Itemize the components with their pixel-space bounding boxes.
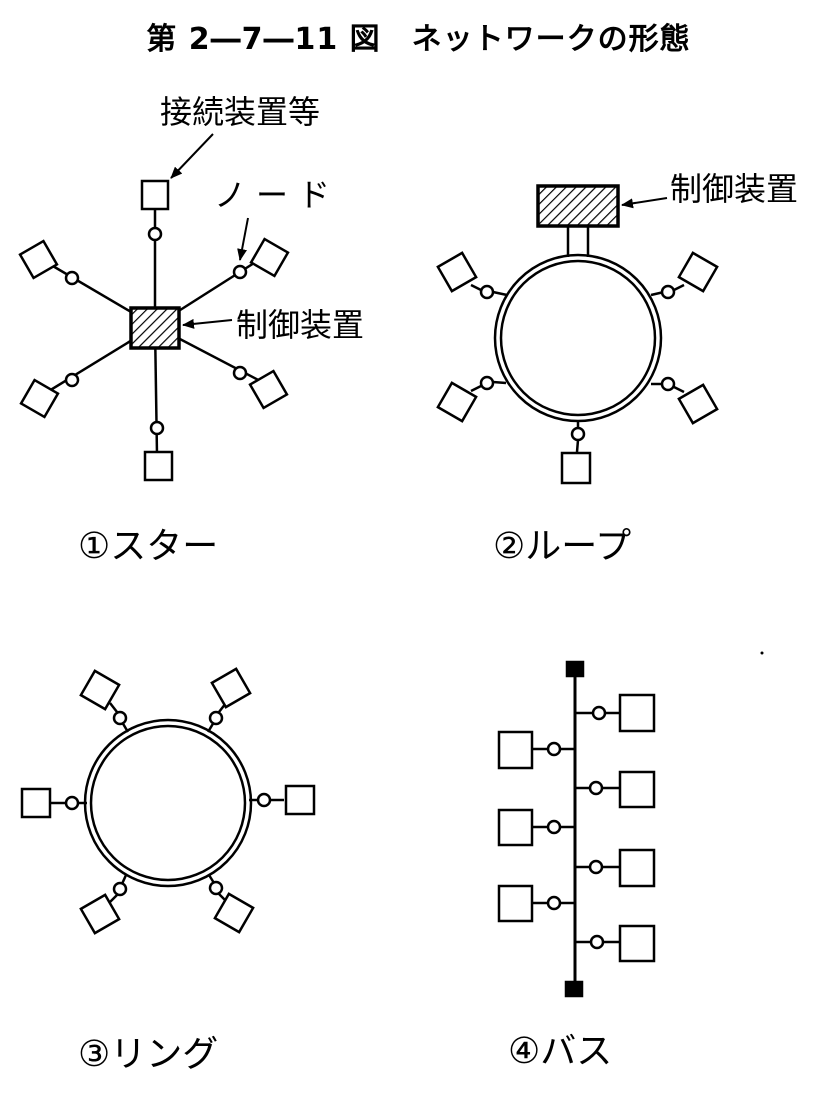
bus-terminal (618, 770, 656, 809)
ring-node (256, 792, 272, 808)
bus-terminal (497, 808, 534, 847)
bus-node (591, 705, 607, 721)
loop-node (660, 376, 676, 392)
bus-topology (497, 660, 656, 998)
bus-terminal (497, 730, 534, 770)
star-terminal (18, 239, 59, 280)
loop-node (660, 284, 676, 300)
label-node: ノード (214, 176, 340, 214)
bus-node (589, 934, 605, 950)
bus-node (588, 859, 604, 875)
bus-terminator-bottom (564, 980, 584, 998)
star-node-arrow (237, 217, 249, 261)
star-connector-arrow (170, 133, 214, 179)
loop-node (479, 375, 495, 391)
loop-node (570, 426, 586, 442)
loop-topology (436, 184, 719, 485)
star-node (149, 420, 165, 436)
ring-terminal (284, 784, 316, 816)
ring-outer (83, 718, 253, 888)
star-terminal (249, 237, 290, 278)
ring-node (208, 710, 224, 726)
ring-terminal (79, 893, 121, 935)
star-topology (18, 133, 290, 482)
loop-controller-arrow (621, 197, 668, 209)
bus-caption: ④バス (508, 1031, 612, 1072)
label-loop-controller: 制御装置 (670, 170, 798, 208)
star-node (232, 365, 248, 381)
star-node (64, 270, 80, 286)
bus-node (546, 741, 562, 757)
ring-terminal (79, 669, 121, 711)
bus-terminal (497, 884, 534, 923)
star-node (147, 226, 163, 242)
ring-inner (89, 724, 247, 882)
loop-terminal (677, 383, 719, 425)
bus-node (546, 895, 562, 911)
bus-node (546, 819, 562, 835)
star-terminal (140, 179, 170, 211)
bus-terminal (618, 693, 656, 733)
figure-title: 第 2―7―11 図 ネットワークの形態 (146, 22, 691, 57)
label-star-controller: 制御装置 (236, 306, 364, 344)
ring-caption: ③リング (78, 1034, 218, 1075)
star-node (64, 372, 80, 388)
star-node (232, 264, 248, 280)
loop-outer-ring (493, 253, 663, 423)
loop-caption: ②ループ (493, 526, 631, 567)
bus-terminal (618, 924, 656, 963)
loop-inner-ring (499, 259, 657, 417)
star-terminal (19, 378, 60, 419)
bus-terminal (618, 848, 656, 888)
star-terminal (143, 450, 174, 482)
ring-node (112, 710, 128, 726)
star-caption: ①スター (78, 526, 218, 567)
label-connector: 接続装置等 (160, 93, 320, 131)
scan-speck (760, 651, 764, 655)
loop-terminal (677, 251, 719, 293)
ring-terminal (210, 667, 252, 709)
star-controller-arrow (182, 318, 233, 329)
ring-terminal (20, 787, 52, 819)
ring-node (64, 795, 80, 811)
ring-node (112, 881, 128, 897)
loop-terminal (436, 251, 478, 293)
bus-terminator-top (565, 660, 585, 678)
loop-terminal (436, 381, 478, 423)
star-terminal (248, 369, 289, 410)
bus-node (588, 780, 604, 796)
loop-terminal (560, 451, 592, 485)
loop-node (479, 284, 495, 300)
ring-terminal (213, 892, 255, 934)
ring-topology (20, 667, 316, 935)
ring-node (208, 880, 224, 896)
star-controller (129, 306, 181, 350)
loop-controller (536, 184, 620, 228)
